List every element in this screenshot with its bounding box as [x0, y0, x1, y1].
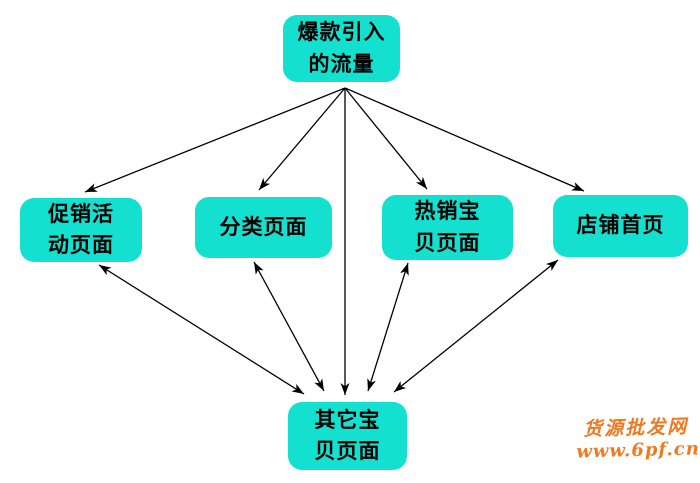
- node-promo-page: 促销活 动页面: [20, 198, 142, 262]
- node-label: 店铺首页: [576, 214, 665, 238]
- arrow-hot-to-other: [367, 262, 409, 392]
- watermark-url: www.6pf.cn: [576, 438, 700, 463]
- node-other-items-page: 其它宝 贝页面: [288, 402, 407, 470]
- arrow-source-to-hot: [344, 87, 428, 190]
- node-source-traffic: 爆款引入 的流量: [283, 15, 400, 82]
- watermark: 货源批发网 www.6pf.cn: [575, 411, 700, 463]
- arrow-source-to-promo: [84, 87, 346, 193]
- node-label: 分类页面: [219, 215, 308, 239]
- watermark-site-name: 货源批发网: [582, 415, 689, 441]
- arrow-promo-to-other: [98, 264, 305, 395]
- arrow-source-to-home: [344, 87, 585, 192]
- node-hot-items-page: 热销宝 贝页面: [382, 195, 513, 260]
- node-shop-homepage: 店铺首页: [553, 195, 688, 257]
- node-label: 促销活 动页面: [48, 202, 114, 258]
- arrow-source-to-category: [258, 87, 346, 191]
- node-category-page: 分类页面: [195, 197, 332, 258]
- node-label: 其它宝 贝页面: [314, 408, 381, 464]
- arrow-category-to-other: [253, 261, 325, 392]
- arrow-home-to-other: [393, 259, 559, 393]
- node-label: 爆款引入 的流量: [297, 21, 386, 76]
- node-label: 热销宝 贝页面: [414, 200, 481, 255]
